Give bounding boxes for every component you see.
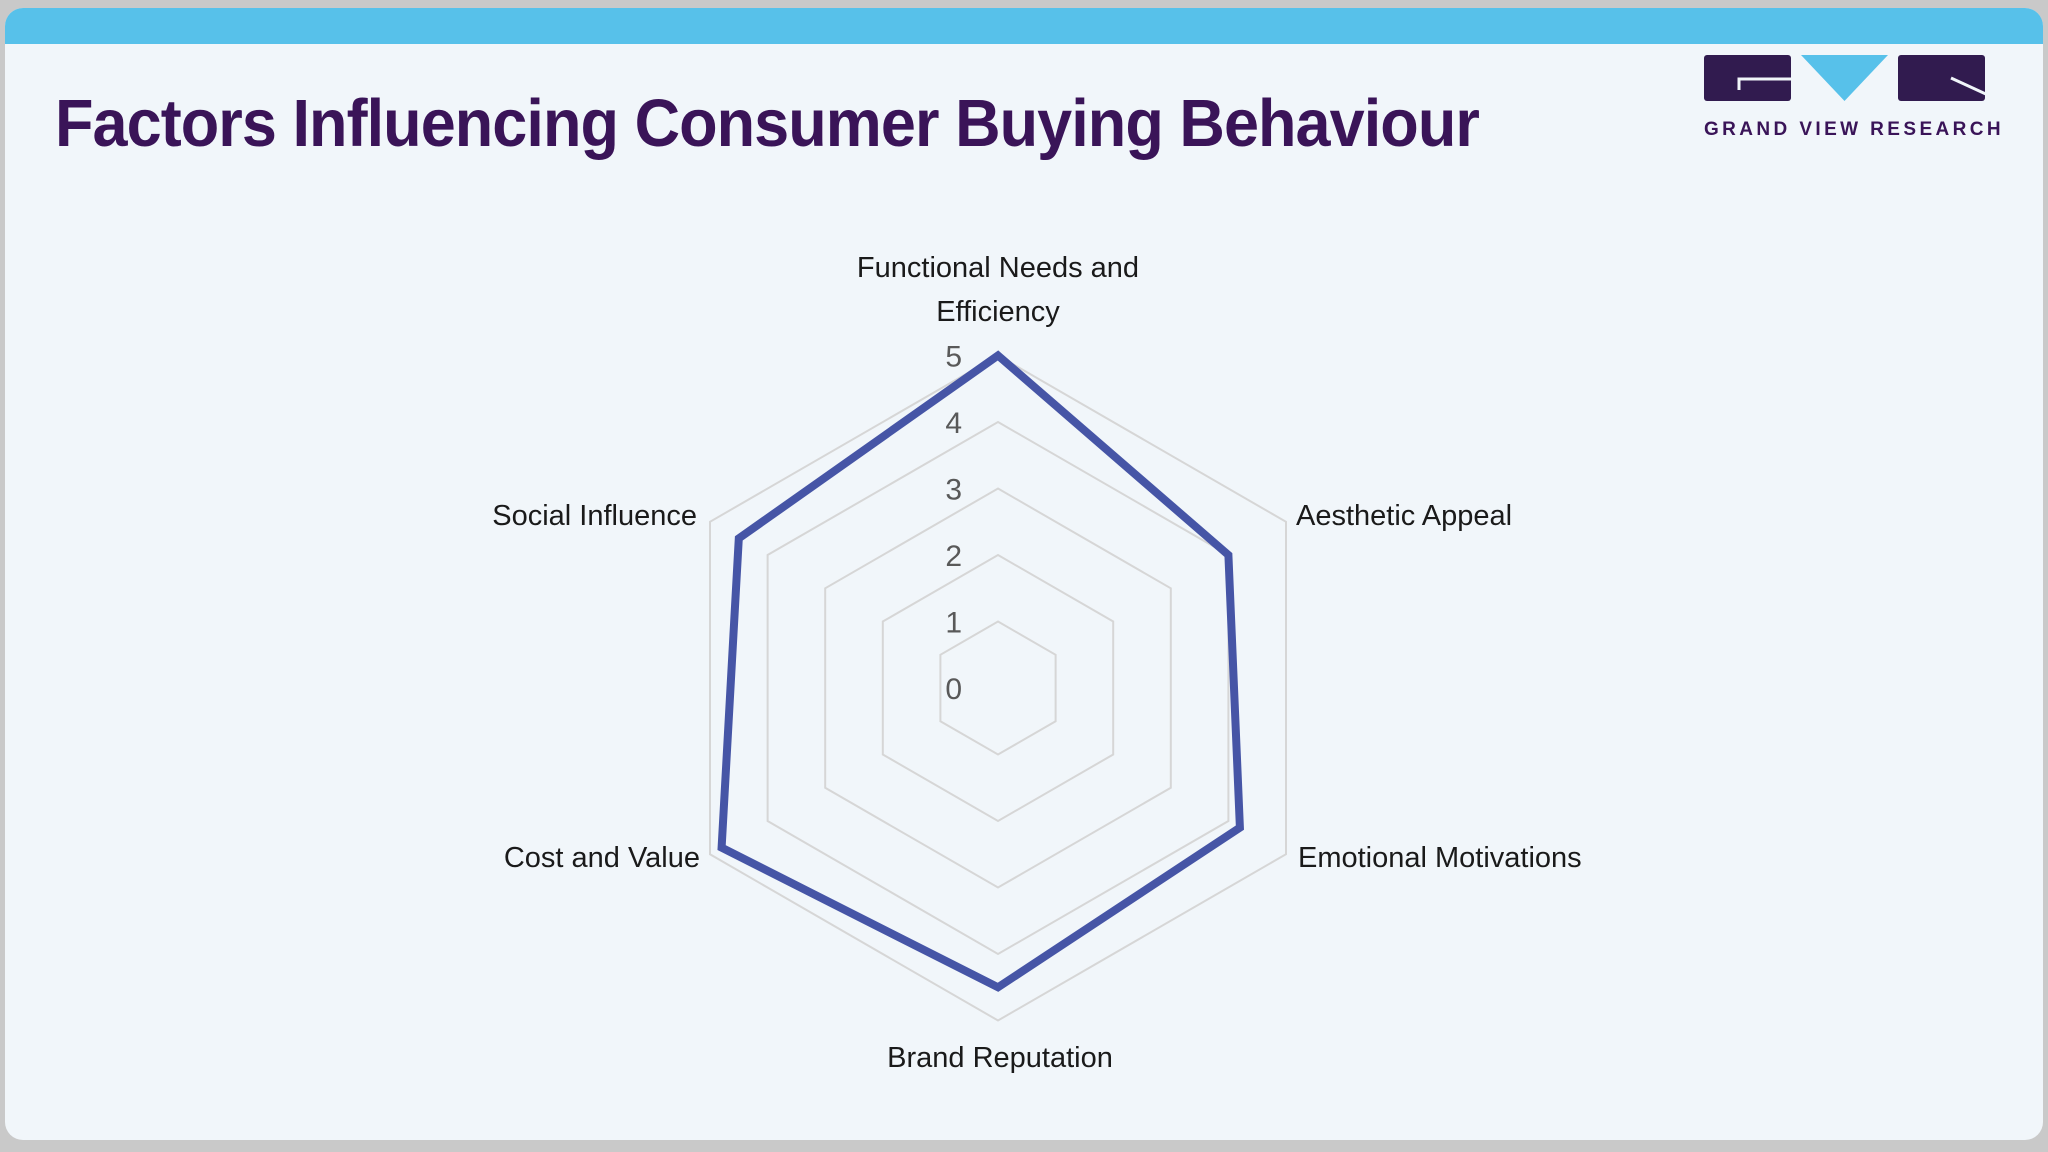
gvr-logo-icon	[1704, 55, 1989, 101]
infographic-card: Factors Influencing Consumer Buying Beha…	[5, 8, 2043, 1140]
axis-label-cost-and-value: Cost and Value	[503, 842, 700, 874]
axis-label-social-influence: Social Influence	[492, 500, 697, 532]
page-title: Factors Influencing Consumer Buying Beha…	[55, 85, 1480, 161]
axis-label-brand-reputation: Brand Reputation	[887, 1042, 1113, 1074]
axis-label-functional-needs: Functional Needs and Efficiency	[856, 252, 1140, 328]
brand-name: GRAND VIEW RESEARCH	[1704, 119, 2005, 140]
logo-letter-v-icon	[1801, 55, 1888, 101]
logo-g-line	[1737, 77, 1791, 90]
axis-label-aesthetic-appeal: Aesthetic Appeal	[1296, 500, 1513, 532]
logo-r-line	[1950, 76, 1989, 97]
axis-label-emotional-motivations: Emotional Motivations	[1298, 842, 1582, 874]
brand-logo: GRAND VIEW RESEARCH	[1704, 54, 2005, 141]
logo-letter-r-icon	[1898, 55, 1985, 101]
top-accent-bar	[5, 8, 2043, 44]
